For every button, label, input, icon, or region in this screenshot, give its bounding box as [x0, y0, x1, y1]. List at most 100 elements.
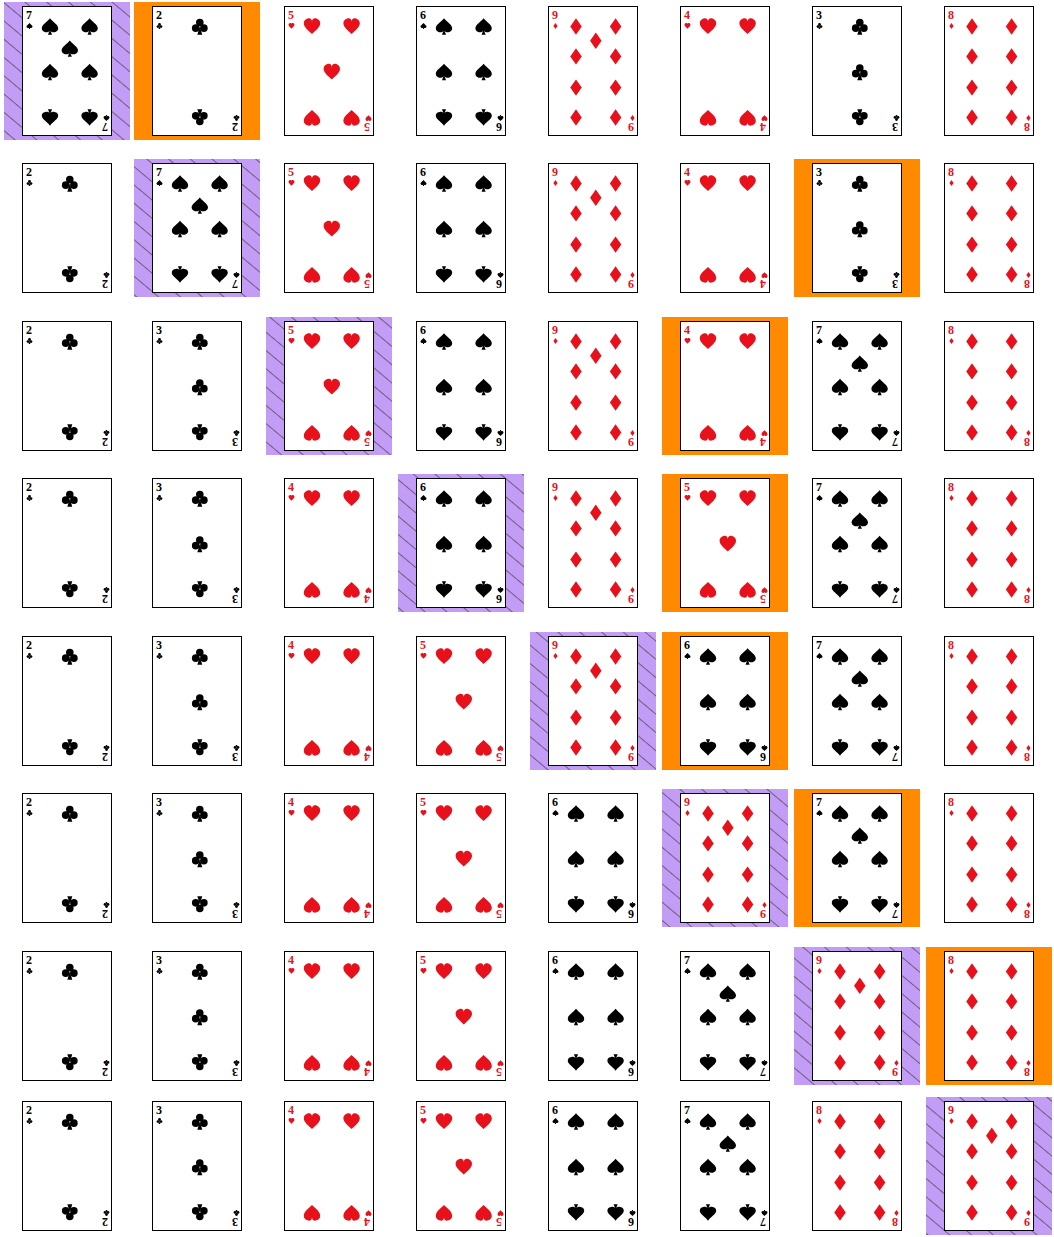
suit-pip [700, 1204, 716, 1220]
suit-pip [62, 266, 78, 282]
playing-card: 66 [548, 951, 638, 1081]
suit-pip [1006, 175, 1017, 191]
suit-pip [834, 1204, 845, 1220]
rank-index: 8 [1024, 1066, 1030, 1078]
suit-pip [700, 1054, 716, 1070]
card-face [681, 794, 771, 924]
rank-index: 9 [628, 593, 634, 605]
suit-pip [568, 805, 584, 821]
rank-index: 2 [232, 121, 238, 133]
suit-pip [607, 1159, 623, 1175]
rank-index: 4 [288, 1104, 294, 1116]
suit-pip [436, 1113, 452, 1129]
rank-index: 6 [496, 593, 502, 605]
suit-pip [685, 810, 689, 816]
suit-pip [192, 1054, 208, 1070]
suit-pip [436, 424, 452, 440]
playing-card: 33 [812, 163, 902, 293]
suit-pip [874, 993, 885, 1009]
suit-pip [966, 266, 977, 282]
rank-index: 3 [816, 166, 822, 178]
suit-pip [1006, 109, 1017, 125]
playing-card: 44 [284, 478, 374, 608]
suit-pip [607, 1113, 623, 1129]
suit-pip [966, 896, 977, 912]
rank-index: 6 [420, 324, 426, 336]
card-face [681, 637, 771, 767]
rank-index: 3 [156, 324, 162, 336]
suit-pip [304, 1205, 320, 1221]
rank-index: 7 [102, 121, 108, 133]
suit-pip [62, 1204, 78, 1220]
playing-card: 66 [416, 478, 506, 608]
suit-pip [700, 1113, 716, 1129]
suit-pip [436, 963, 452, 979]
suit-pip [570, 266, 581, 282]
suit-pip [27, 968, 33, 974]
rank-index: 6 [496, 121, 502, 133]
rank-index: 2 [102, 908, 108, 920]
suit-pip [739, 582, 755, 598]
suit-pip [966, 1113, 977, 1129]
playing-card: 88 [944, 478, 1034, 608]
rank-index: 5 [420, 639, 426, 651]
hatched-highlight [926, 1097, 1052, 1235]
suit-pip [834, 1054, 845, 1070]
card-face [945, 1102, 1035, 1232]
suit-pip [739, 333, 755, 349]
suit-pip [610, 333, 621, 349]
suit-pip [104, 1060, 110, 1066]
card-face [417, 7, 507, 137]
suit-pip [685, 495, 691, 501]
rank-index: 2 [102, 593, 108, 605]
suit-pip [966, 236, 977, 252]
suit-pip [570, 79, 581, 95]
suit-pip [436, 805, 452, 821]
suit-pip [234, 1210, 240, 1216]
orange-highlight [794, 789, 920, 927]
suit-pip [570, 648, 581, 664]
card-face [23, 794, 113, 924]
rank-index: 3 [892, 278, 898, 290]
rank-index: 7 [892, 751, 898, 763]
rank-index: 5 [496, 751, 502, 763]
suit-pip [966, 333, 977, 349]
rank-index: 7 [684, 1104, 690, 1116]
card-face [945, 794, 1035, 924]
suit-pip [324, 221, 340, 237]
suit-pip [192, 806, 208, 822]
playing-card: 66 [416, 163, 506, 293]
rank-index: 8 [1024, 751, 1030, 763]
rank-index: 8 [1024, 121, 1030, 133]
suit-pip [436, 897, 452, 913]
suit-pip [834, 1113, 845, 1129]
suit-pip [966, 709, 977, 725]
suit-pip [700, 963, 716, 979]
suit-pip [832, 648, 848, 664]
suit-pip [832, 694, 848, 710]
rank-index: 7 [892, 908, 898, 920]
suit-pip [852, 64, 868, 80]
suit-pip [610, 648, 621, 664]
suit-pip [172, 266, 188, 282]
suit-pip [966, 1174, 977, 1190]
suit-pip [610, 520, 621, 536]
rank-index: 3 [892, 121, 898, 133]
suit-pip [456, 851, 472, 867]
rank-index: 5 [420, 796, 426, 808]
suit-pip [104, 1210, 110, 1216]
suit-pip [421, 495, 427, 501]
suit-pip [607, 1054, 623, 1070]
suit-pip [104, 745, 110, 751]
rank-index: 5 [496, 908, 502, 920]
suit-pip [234, 587, 240, 593]
rank-index: 8 [948, 954, 954, 966]
suit-pip [570, 18, 581, 34]
orange-highlight [662, 317, 788, 455]
orange-highlight [794, 159, 920, 297]
suit-pip [739, 1204, 755, 1220]
rank-index: 4 [684, 9, 690, 21]
suit-pip [343, 740, 359, 756]
suit-pip [700, 739, 716, 755]
